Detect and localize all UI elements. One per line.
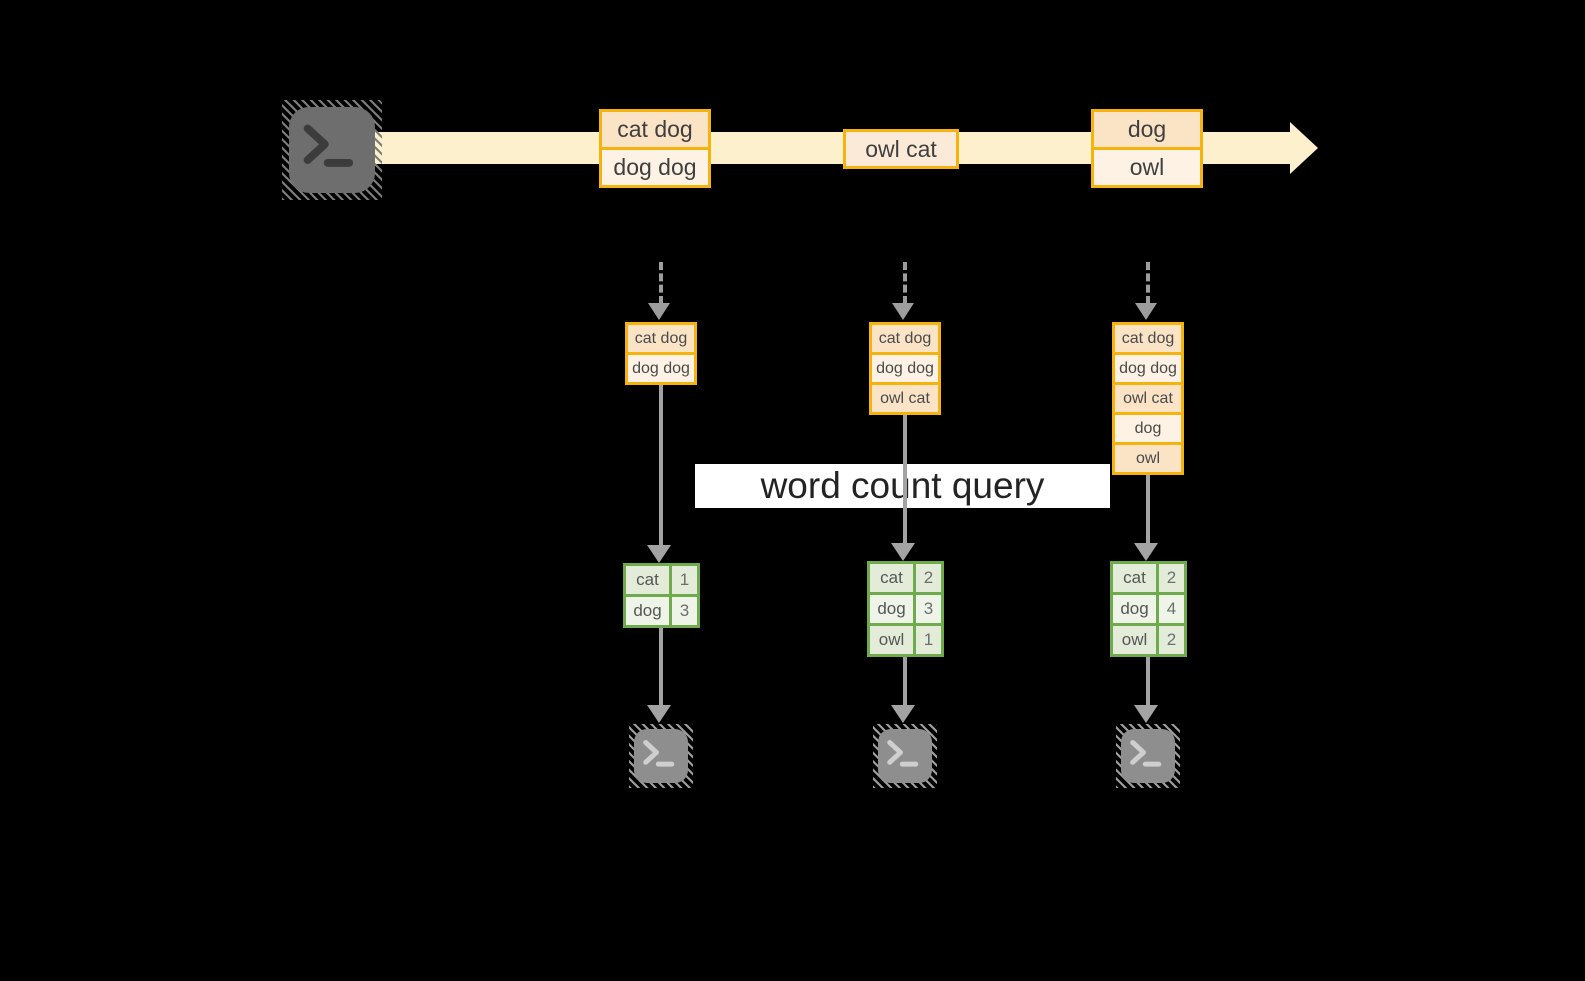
table-word-cell: owl [1113,626,1156,654]
query-label: word count query [760,465,1045,506]
query-arrow-line [659,385,663,545]
table-word-cell: owl [870,626,913,654]
stream-record: dog dog [602,147,708,185]
table-count-cell: 2 [1159,626,1184,654]
query-arrowhead-icon [1134,543,1158,561]
stack-record: dog [1115,412,1181,442]
count-table-1: cat 1 dog 3 [623,563,700,628]
table-count-cell: 4 [1159,595,1184,623]
terminal-window [878,729,932,783]
output-arrowhead-icon [1134,705,1158,723]
stack-record: dog dog [1115,352,1181,382]
table-count-cell: 1 [916,626,941,654]
table-word-cell: dog [1113,595,1156,623]
query-label-box: word count query [695,464,1110,508]
stack-record: cat dog [1115,325,1181,352]
query-arrowhead-icon [647,545,671,563]
stream-record: owl [1094,147,1200,185]
terminal-prompt-icon [303,124,354,167]
table-count-cell: 3 [916,595,941,623]
table-word-cell: cat [870,564,913,592]
output-arrowhead-icon [891,705,915,723]
count-table-3: cat 2 dog 4 owl 2 [1110,561,1187,657]
table-word-cell: cat [626,566,669,594]
sink-terminal-icon-1 [629,724,693,788]
table-word-cell: dog [626,597,669,625]
table-count-cell: 1 [672,566,697,594]
terminal-window [289,107,375,193]
stack-record: dog dog [872,352,938,382]
terminal-window [1121,729,1175,783]
stream-record-group-2: owl cat [843,129,959,169]
count-table-2: cat 2 dog 3 owl 1 [867,561,944,657]
table-count-cell: 2 [916,564,941,592]
stack-record: owl cat [872,382,938,412]
table-word-cell: cat [1113,564,1156,592]
stream-band-arrowhead-icon [1290,122,1318,174]
record-stack-1: cat dog dog dog [625,322,697,385]
stack-record: owl [1115,442,1181,472]
terminal-prompt-icon [1130,740,1162,767]
table-word-cell: dog [870,595,913,623]
query-arrow-line [903,415,907,543]
output-arrow-line [1146,657,1150,705]
record-stack-2: cat dog dog dog owl cat [869,322,941,415]
output-arrow-line [903,657,907,705]
dashed-arrow-line [659,262,663,304]
source-terminal-icon [282,100,382,200]
table-count-cell: 2 [1159,564,1184,592]
terminal-prompt-icon [643,740,675,767]
stack-record: cat dog [872,325,938,352]
dashed-arrowhead-icon [1135,303,1157,320]
stream-record: cat dog [602,112,708,147]
record-stack-3: cat dog dog dog owl cat dog owl [1112,322,1184,475]
stream-record: owl cat [846,132,956,166]
sink-terminal-icon-2 [873,724,937,788]
dashed-arrow-line [903,262,907,304]
table-count-cell: 3 [672,597,697,625]
dashed-arrowhead-icon [648,303,670,320]
terminal-window [634,729,688,783]
stream-record-group-1: cat dog dog dog [599,109,711,188]
stack-record: owl cat [1115,382,1181,412]
query-arrow-line [1146,475,1150,543]
query-arrowhead-icon [891,543,915,561]
stack-record: cat dog [628,325,694,352]
dashed-arrowhead-icon [892,303,914,320]
terminal-prompt-icon [887,740,919,767]
dashed-arrow-line [1146,262,1150,304]
stream-record-group-3: dog owl [1091,109,1203,188]
output-arrowhead-icon [647,705,671,723]
stream-record: dog [1094,112,1200,147]
stack-record: dog dog [628,352,694,382]
sink-terminal-icon-3 [1116,724,1180,788]
output-arrow-line [659,628,663,705]
